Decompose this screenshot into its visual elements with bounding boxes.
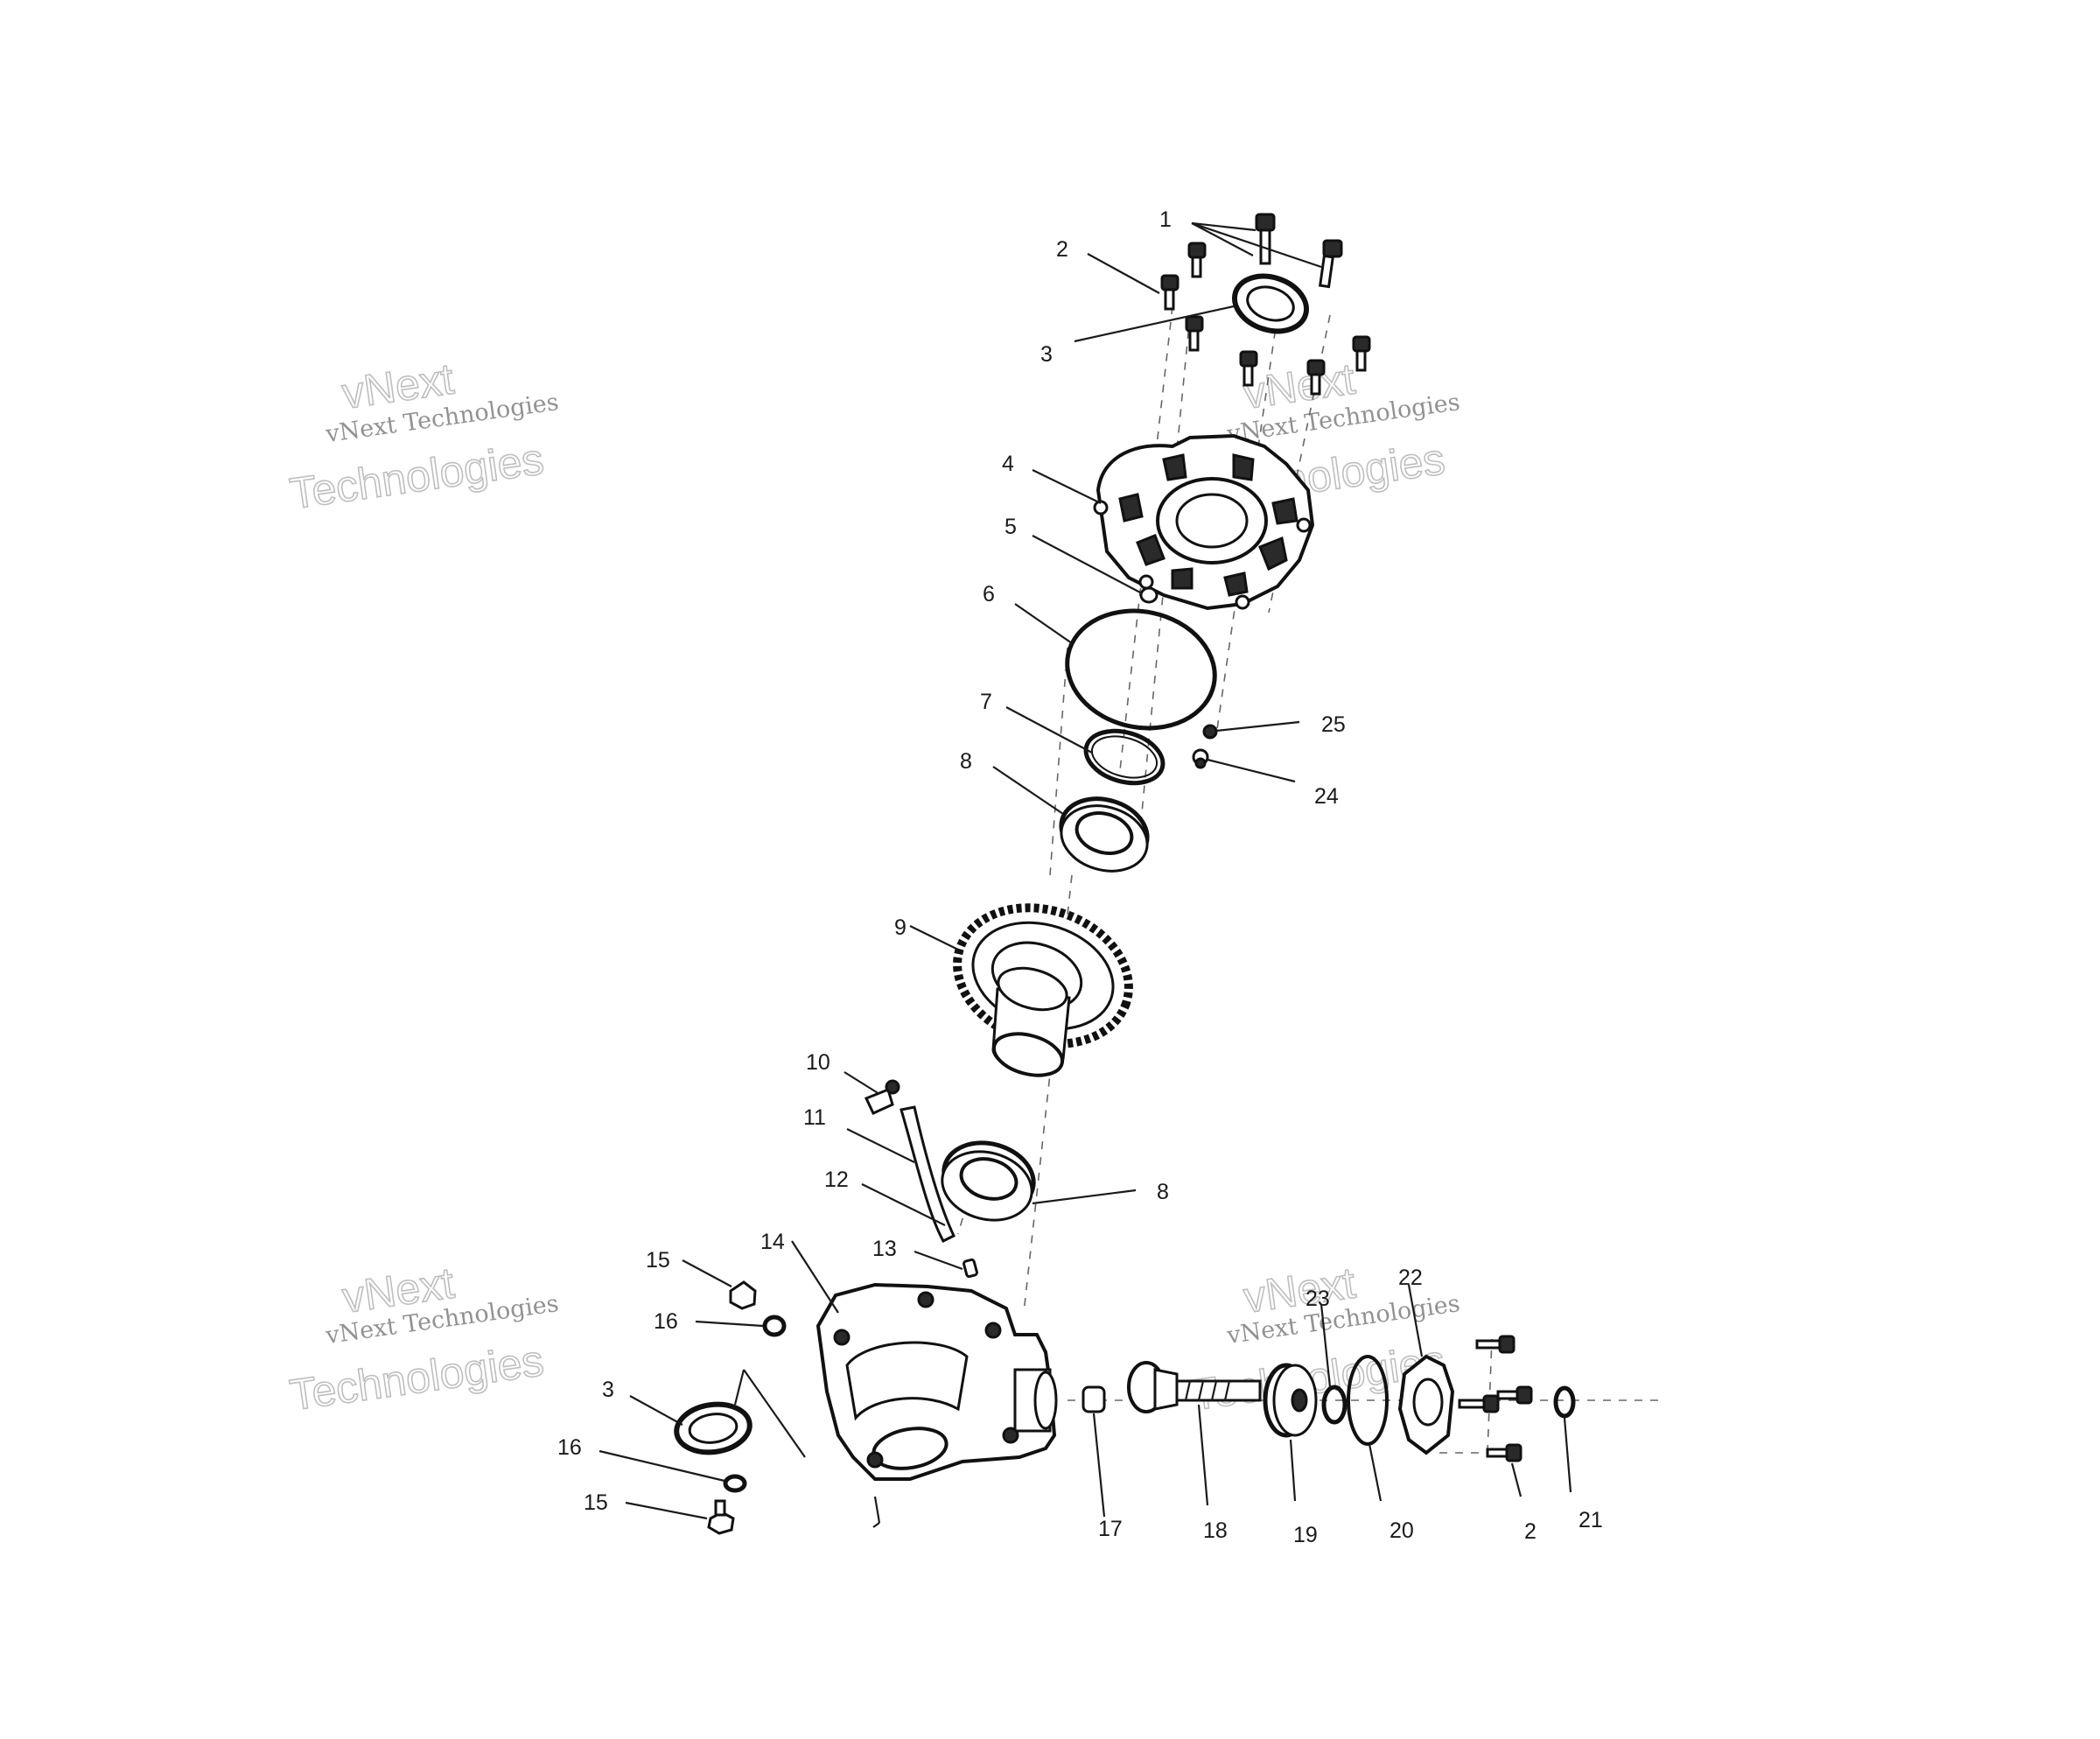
callout-25: 25 <box>1321 712 1346 737</box>
bolt-group-lower <box>1458 1335 1533 1462</box>
callout-10: 10 <box>806 1050 830 1075</box>
bolt-group-upper <box>1160 213 1371 396</box>
watermark-bottom-left: vNext vNext Technologies Technologies <box>286 1258 560 1420</box>
breather-tube <box>900 1105 956 1243</box>
bolt-icon <box>1160 274 1180 311</box>
bolt-icon <box>1187 242 1207 278</box>
drain-plug-upper <box>729 1280 757 1310</box>
callout-17: 17 <box>1098 1517 1123 1541</box>
callout-12: 12 <box>824 1168 849 1192</box>
bolt-icon <box>1496 1385 1533 1405</box>
callout-21: 21 <box>1578 1508 1603 1532</box>
gear-case-cover <box>1093 433 1315 611</box>
pin-small <box>962 1258 978 1279</box>
plug-small <box>1139 586 1158 604</box>
bolt-icon <box>1486 1443 1522 1462</box>
snap-ring <box>1321 1385 1348 1425</box>
bolt-icon <box>1255 213 1276 265</box>
callout-16: 16 <box>654 1309 678 1334</box>
callout-18: 18 <box>1203 1518 1228 1543</box>
bolt-icon <box>1185 315 1204 352</box>
bolt-icon <box>1239 350 1258 387</box>
washer-small <box>1202 724 1218 740</box>
callout-4: 4 <box>1002 452 1014 476</box>
callout-15-lower: 15 <box>584 1490 608 1515</box>
callout-23: 23 <box>1306 1287 1330 1311</box>
callout-5: 5 <box>1004 515 1017 539</box>
shim-ring <box>1083 728 1166 786</box>
callout-9: 9 <box>894 915 906 940</box>
bearing-lower <box>941 1140 1036 1222</box>
callout-6: 6 <box>983 582 995 607</box>
callout-3-lower: 3 <box>602 1378 614 1402</box>
o-ring-large <box>1065 608 1217 731</box>
washer-upper <box>762 1315 787 1337</box>
callout-19: 19 <box>1293 1523 1318 1547</box>
gear-case-housing <box>816 1282 1058 1481</box>
callout-14: 14 <box>760 1230 785 1254</box>
screw-small <box>1192 748 1209 769</box>
callout-20: 20 <box>1390 1518 1414 1543</box>
bearing-retainer <box>1397 1354 1455 1455</box>
breather-fitting <box>864 1079 900 1115</box>
bolt-icon <box>1318 239 1343 289</box>
callout-8-lower: 8 <box>1157 1180 1169 1204</box>
bushing <box>1082 1385 1106 1413</box>
pinion-shaft <box>1127 1361 1262 1413</box>
drain-plug-lower <box>707 1499 735 1535</box>
bolt-icon <box>1475 1335 1516 1354</box>
bolt-icon <box>1458 1394 1500 1413</box>
callout-7: 7 <box>980 690 992 714</box>
callout-3: 3 <box>1040 342 1053 367</box>
callout-13: 13 <box>872 1237 897 1261</box>
callout-1: 1 <box>1159 207 1172 232</box>
watermark-top-left: vNext vNext Technologies Technologies <box>286 354 560 519</box>
callout-2: 2 <box>1056 237 1068 262</box>
callout-labels: 1 2 3 4 5 6 7 8 9 10 11 12 8 13 14 15 16… <box>557 207 1603 1547</box>
pinion-bearing <box>1263 1363 1318 1438</box>
callout-15: 15 <box>646 1248 670 1273</box>
seal-ring-lower <box>674 1401 752 1455</box>
bearing-upper <box>1059 796 1150 873</box>
watermark-text: Technologies <box>287 434 547 518</box>
washer-lower <box>723 1474 747 1493</box>
bolt-icon <box>1306 359 1326 396</box>
seal-ring-upper <box>1231 273 1310 334</box>
seal-washer <box>1553 1385 1576 1419</box>
callout-8: 8 <box>960 749 972 774</box>
o-ring-small <box>1347 1355 1389 1446</box>
watermark-text: Technologies <box>287 1336 547 1420</box>
callout-16-lower: 16 <box>557 1435 582 1460</box>
callout-22: 22 <box>1398 1266 1423 1290</box>
callout-2-lower: 2 <box>1524 1519 1536 1544</box>
callout-24: 24 <box>1314 784 1339 809</box>
bolt-icon <box>1352 335 1371 372</box>
ring-gear <box>953 903 1133 1077</box>
leader-lines <box>598 221 1572 1528</box>
callout-11: 11 <box>803 1105 826 1130</box>
